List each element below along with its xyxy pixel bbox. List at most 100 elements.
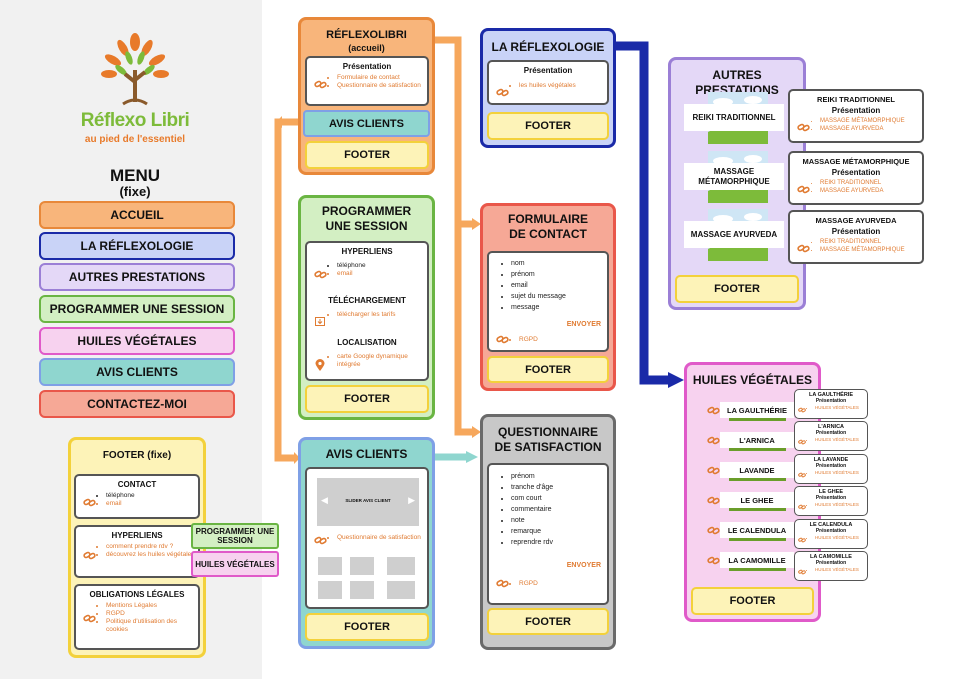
logo-name: Réflexo Libri xyxy=(80,110,190,131)
accueil-avis-clients[interactable]: AVIS CLIENTS xyxy=(303,110,430,137)
huiles-presentation-card: LA LAVANDEPrésentationHUILES VÉGÉTALES xyxy=(794,454,868,484)
footer-link-huiles[interactable]: découvrez les huiles végétales xyxy=(106,551,198,559)
download-icon xyxy=(315,317,325,326)
huiles-item[interactable]: LE GHEE xyxy=(702,492,794,510)
autres-item-label[interactable]: MASSAGE AYURVEDA xyxy=(684,221,784,248)
autres-card-title: MASSAGE MÉTAMORPHIQUE xyxy=(802,157,910,166)
link-chain-icon xyxy=(314,536,327,545)
huiles-card-link[interactable]: HUILES VÉGÉTALES xyxy=(815,437,867,443)
programmer-link-tarifs[interactable]: télécharger les tarifs xyxy=(337,311,427,319)
autres-card-link[interactable]: MASSAGE MÉTAMORPHIQUE xyxy=(820,117,922,125)
accueil-link-formulaire[interactable]: Formulaire de contact xyxy=(337,74,427,82)
huiles-item[interactable]: LAVANDE xyxy=(702,462,794,480)
footer-contact-phone[interactable]: téléphone xyxy=(106,492,198,500)
avis-link-questionnaire[interactable]: Questionnaire de satisfaction xyxy=(337,534,427,542)
programmer-link-telephone[interactable]: téléphone xyxy=(337,262,427,270)
link-chain-icon xyxy=(798,472,806,478)
autres-item-label[interactable]: REIKI TRADITIONNEL xyxy=(684,104,784,131)
link-chain-icon xyxy=(496,579,509,588)
huiles-item[interactable]: LA GAULTHÉRIE xyxy=(702,402,794,420)
plant-bar-icon xyxy=(729,536,786,541)
footer-link-rgpd[interactable]: RGPD xyxy=(106,610,198,618)
autres-card-link[interactable]: REIKI TRADITIONNEL xyxy=(820,179,922,187)
questionnaire-link-rgpd[interactable]: RGPD xyxy=(519,580,609,588)
huiles-card-section: Présentation xyxy=(815,528,847,534)
form-field-item: email xyxy=(511,280,607,291)
slider-prev-icon[interactable]: ◀ xyxy=(321,495,328,505)
reflexologie-footer: FOOTER xyxy=(487,112,609,140)
menu-item[interactable]: AUTRES PRESTATIONS xyxy=(39,263,235,291)
huiles-card-link[interactable]: HUILES VÉGÉTALES xyxy=(815,470,867,476)
menu-title: MENU xyxy=(109,166,161,185)
huiles-card-link[interactable]: HUILES VÉGÉTALES xyxy=(815,405,867,411)
huiles-item-label: LA CAMOMILLE xyxy=(720,552,794,568)
link-chain-icon xyxy=(798,504,806,510)
link-chain-icon xyxy=(797,123,810,132)
avis-title: AVIS CLIENTS xyxy=(325,447,408,461)
programmer-link-carte[interactable]: carte Google dynamique intégrée xyxy=(337,353,427,369)
huiles-card-section: Présentation xyxy=(815,463,847,469)
reflexologie-title: LA RÉFLEXOLOGIE xyxy=(491,40,605,54)
formulaire-content-card: nomprénomemailsujet du messagemessage EN… xyxy=(487,251,609,352)
programmer-hyperliens-title: HYPERLIENS xyxy=(341,247,393,256)
accueil-link-questionnaire[interactable]: Questionnaire de satisfaction xyxy=(337,82,427,90)
plant-bar-icon xyxy=(729,476,786,481)
plant-bar-icon xyxy=(729,506,786,511)
autres-card-link[interactable]: MASSAGE AYURVEDA xyxy=(820,125,922,133)
questionnaire-send-button[interactable]: ENVOYER xyxy=(566,562,601,569)
footer-link-mentions[interactable]: Mentions Légales xyxy=(106,602,198,610)
menu-item[interactable]: CONTACTEZ-MOI xyxy=(39,390,235,418)
accueil-section-title: Présentation xyxy=(342,62,392,71)
questionnaire-field-item: note xyxy=(511,515,607,526)
autres-item-label[interactable]: MASSAGE MÉTAMORPHIQUE xyxy=(684,163,784,190)
avis-content-card: ◀ ▶ SLIDER AVIS CLIENT Questionnaire de … xyxy=(305,467,429,609)
footer-link-rdv[interactable]: comment prendre rdv ? xyxy=(106,543,198,551)
huiles-card-link[interactable]: HUILES VÉGÉTALES xyxy=(815,567,867,573)
autres-card-link[interactable]: REIKI TRADITIONNEL xyxy=(820,238,922,246)
slider-next-icon[interactable]: ▶ xyxy=(408,495,415,505)
slider-avis[interactable]: ◀ ▶ SLIDER AVIS CLIENT xyxy=(317,478,419,526)
menu-item[interactable]: LA RÉFLEXOLOGIE xyxy=(39,232,235,260)
map-pin-icon xyxy=(315,359,325,371)
autres-card-section: Présentation xyxy=(831,106,881,115)
tag-huiles-vegetales[interactable]: HUILES VÉGÉTALES xyxy=(191,551,279,577)
footer-link-cookies[interactable]: Politique d'utilisation des cookies xyxy=(106,618,198,634)
reflexologie-link-huiles[interactable]: les huiles végétales xyxy=(519,82,607,90)
link-chain-icon xyxy=(798,569,806,575)
link-chain-icon xyxy=(496,335,509,344)
footer-obligations-title: OBLIGATIONS LÉGALES xyxy=(89,590,185,599)
footer-hyperliens-title: HYPERLIENS xyxy=(111,531,163,540)
gallery-thumb xyxy=(318,557,342,575)
huiles-presentation-card: LA GAULTHÉRIEPrésentationHUILES VÉGÉTALE… xyxy=(794,389,868,419)
huiles-item[interactable]: L'ARNICA xyxy=(702,432,794,450)
huiles-title: HUILES VÉGÉTALES xyxy=(692,373,813,387)
huiles-card-title: LE CALENDULA xyxy=(809,522,853,528)
formulaire-link-rgpd[interactable]: RGPD xyxy=(519,336,609,344)
menu-item[interactable]: AVIS CLIENTS xyxy=(39,358,235,386)
huiles-item[interactable]: LE CALENDULA xyxy=(702,522,794,540)
huiles-item[interactable]: LA CAMOMILLE xyxy=(702,552,794,570)
autres-card-link[interactable]: MASSAGE AYURVEDA xyxy=(820,187,922,195)
formulaire-send-button[interactable]: ENVOYER xyxy=(566,321,601,328)
huiles-card-title: LE GHEE xyxy=(818,489,844,495)
formulaire-footer: FOOTER xyxy=(487,356,609,383)
logo-tagline: au pied de l'essentiel xyxy=(84,134,186,145)
huiles-card-section: Présentation xyxy=(815,398,847,404)
link-chain-icon xyxy=(798,439,806,445)
menu-item[interactable]: HUILES VÉGÉTALES xyxy=(39,327,235,355)
huiles-presentation-card: LE CALENDULAPrésentationHUILES VÉGÉTALES xyxy=(794,519,868,549)
programmer-link-email[interactable]: email xyxy=(337,270,427,278)
huiles-card-link[interactable]: HUILES VÉGÉTALES xyxy=(815,535,867,541)
link-chain-icon xyxy=(798,537,806,543)
huiles-presentation-card: LA CAMOMILLEPrésentationHUILES VÉGÉTALES xyxy=(794,551,868,581)
huiles-card-link[interactable]: HUILES VÉGÉTALES xyxy=(815,502,867,508)
link-chain-icon xyxy=(496,88,509,97)
huiles-card-section: Présentation xyxy=(815,430,847,436)
huiles-card-title: LA GAULTHÉRIE xyxy=(809,392,853,398)
tag-programmer-session[interactable]: PROGRAMMER UNE SESSION xyxy=(191,523,279,549)
autres-card-title: REIKI TRADITIONNEL xyxy=(817,95,895,104)
footer-contact-email[interactable]: email xyxy=(106,500,198,508)
menu-item[interactable]: PROGRAMMER UNE SESSION xyxy=(39,295,235,323)
menu-item[interactable]: ACCUEIL xyxy=(39,201,235,229)
autres-card-link[interactable]: MASSAGE MÉTAMORPHIQUE xyxy=(820,246,922,254)
